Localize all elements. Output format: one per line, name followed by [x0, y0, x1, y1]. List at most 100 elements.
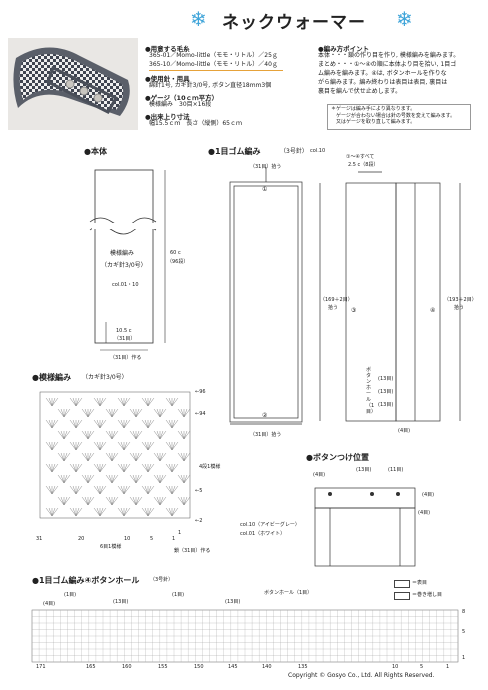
body-foundation: （31目）作る — [110, 355, 142, 361]
fan-stitch — [165, 463, 173, 473]
fan-stitch — [144, 441, 149, 451]
fan-stitch — [123, 507, 131, 517]
pattern-foundation: 鎖（31目）作る — [174, 548, 211, 554]
fan-stitch — [135, 474, 140, 484]
points-line-5: 裏目を編んで伏せ止めします。 — [318, 88, 402, 95]
bottom-l4: (4目) — [43, 601, 56, 607]
fan-stitch — [81, 496, 89, 506]
fan-stitch — [60, 430, 65, 440]
bottom-l1b: (1目) — [172, 592, 185, 598]
bottom-xtick: 155 — [158, 664, 168, 670]
rib-side-right: （193＋2目） — [444, 297, 477, 303]
fan-stitch — [147, 441, 152, 451]
rib-buttonhole: ボタンホール（1目） — [366, 367, 377, 415]
product-photo — [8, 38, 138, 130]
fan-stitch — [75, 463, 80, 473]
fan-stitch — [141, 441, 149, 451]
fan-stitch — [60, 452, 65, 462]
fan-stitch — [111, 452, 116, 462]
fan-stitch — [93, 463, 101, 473]
fan-stitch — [177, 474, 185, 484]
fan-stitch — [135, 452, 143, 462]
fan-stitch — [141, 507, 149, 517]
rib-n2: ② — [262, 412, 268, 419]
fan-stitch — [135, 496, 143, 506]
fan-stitch — [135, 474, 143, 484]
button-position — [314, 487, 416, 567]
rib-n1: ① — [262, 186, 268, 193]
fan-stitch — [105, 496, 113, 506]
fan-stitch — [147, 419, 152, 429]
fan-stitch — [51, 485, 59, 495]
fan-stitch — [72, 463, 77, 473]
fan-stitch — [159, 408, 167, 418]
fan-stitch — [120, 485, 125, 495]
points-line-3: ム編みを編みます。④は, ボタンホールを作りな — [318, 70, 447, 77]
fan-stitch — [135, 430, 140, 440]
fan-stitch — [111, 430, 116, 440]
fan-stitch — [84, 496, 89, 506]
fan-stitch — [129, 496, 137, 506]
fan-stitch — [141, 419, 149, 429]
bottom-ytick: 1 — [462, 655, 466, 661]
fan-stitch — [135, 430, 143, 440]
bottom-xtick: 5 — [420, 664, 424, 670]
fan-stitch — [144, 419, 149, 429]
fan-stitch — [99, 485, 104, 495]
fan-stitch — [183, 430, 191, 440]
fan-stitch — [159, 452, 167, 462]
rib-all-note-2: 2.5 c（8段） — [348, 162, 379, 168]
fan-stitch — [108, 452, 113, 462]
fan-stitch — [153, 408, 161, 418]
pattern-xtick-10: 10 — [124, 536, 131, 542]
fan-stitch — [141, 485, 149, 495]
fan-stitch — [48, 419, 53, 429]
fan-stitch — [111, 474, 116, 484]
fan-stitch — [57, 408, 65, 418]
fan-stitch — [69, 507, 77, 517]
fan-stitch — [165, 397, 173, 407]
points-line-2: まとめ・・・①〜④の順に本体より目を拾い, 1目ゴ — [318, 61, 457, 68]
highlight-underline — [149, 70, 283, 71]
fan-stitch — [87, 452, 92, 462]
fan-stitch — [72, 419, 77, 429]
fan-stitch — [171, 441, 176, 451]
button-pos-a: (4目) — [313, 472, 326, 478]
fan-stitch — [147, 397, 155, 407]
fan-stitch — [51, 441, 59, 451]
pattern-xtick-31: 31 — [36, 536, 43, 542]
fan-stitch — [111, 474, 119, 484]
fan-stitch — [111, 408, 119, 418]
fan-stitch — [165, 419, 173, 429]
fan-stitch — [156, 430, 161, 440]
gauge-title: ●ゲージ（10ｃｍ平方） — [145, 94, 219, 102]
fan-stitch — [129, 408, 137, 418]
fan-stitch — [171, 463, 176, 473]
fan-stitch — [105, 452, 113, 462]
fan-stitch — [165, 485, 173, 495]
fan-stitch — [159, 430, 164, 440]
fan-stitch — [51, 441, 56, 451]
fan-stitch — [165, 441, 173, 451]
rib-needle: （3号針） — [280, 148, 308, 155]
fan-stitch — [99, 441, 104, 451]
fan-stitch — [96, 463, 101, 473]
fan-stitch — [120, 507, 125, 517]
fan-stitch — [99, 441, 107, 451]
fan-stitch — [132, 474, 137, 484]
fan-stitch — [180, 496, 185, 506]
fan-stitch — [105, 430, 113, 440]
fan-stitch — [120, 463, 125, 473]
fan-stitch — [51, 397, 59, 407]
fan-stitch — [75, 485, 83, 495]
tools-line: 綿針1号, カギ針3/0号, ボタン直径18mm3個 — [149, 82, 272, 89]
bottom-xtick: 140 — [262, 664, 272, 670]
body-width-sts: （31目） — [114, 336, 136, 342]
fan-stitch — [159, 496, 167, 506]
fan-stitch — [171, 397, 176, 407]
pattern-row-1: 1 — [178, 530, 182, 536]
fan-stitch — [87, 496, 92, 506]
fan-stitch — [123, 397, 128, 407]
bottom-xtick: 160 — [122, 664, 132, 670]
fan-stitch — [111, 496, 116, 506]
